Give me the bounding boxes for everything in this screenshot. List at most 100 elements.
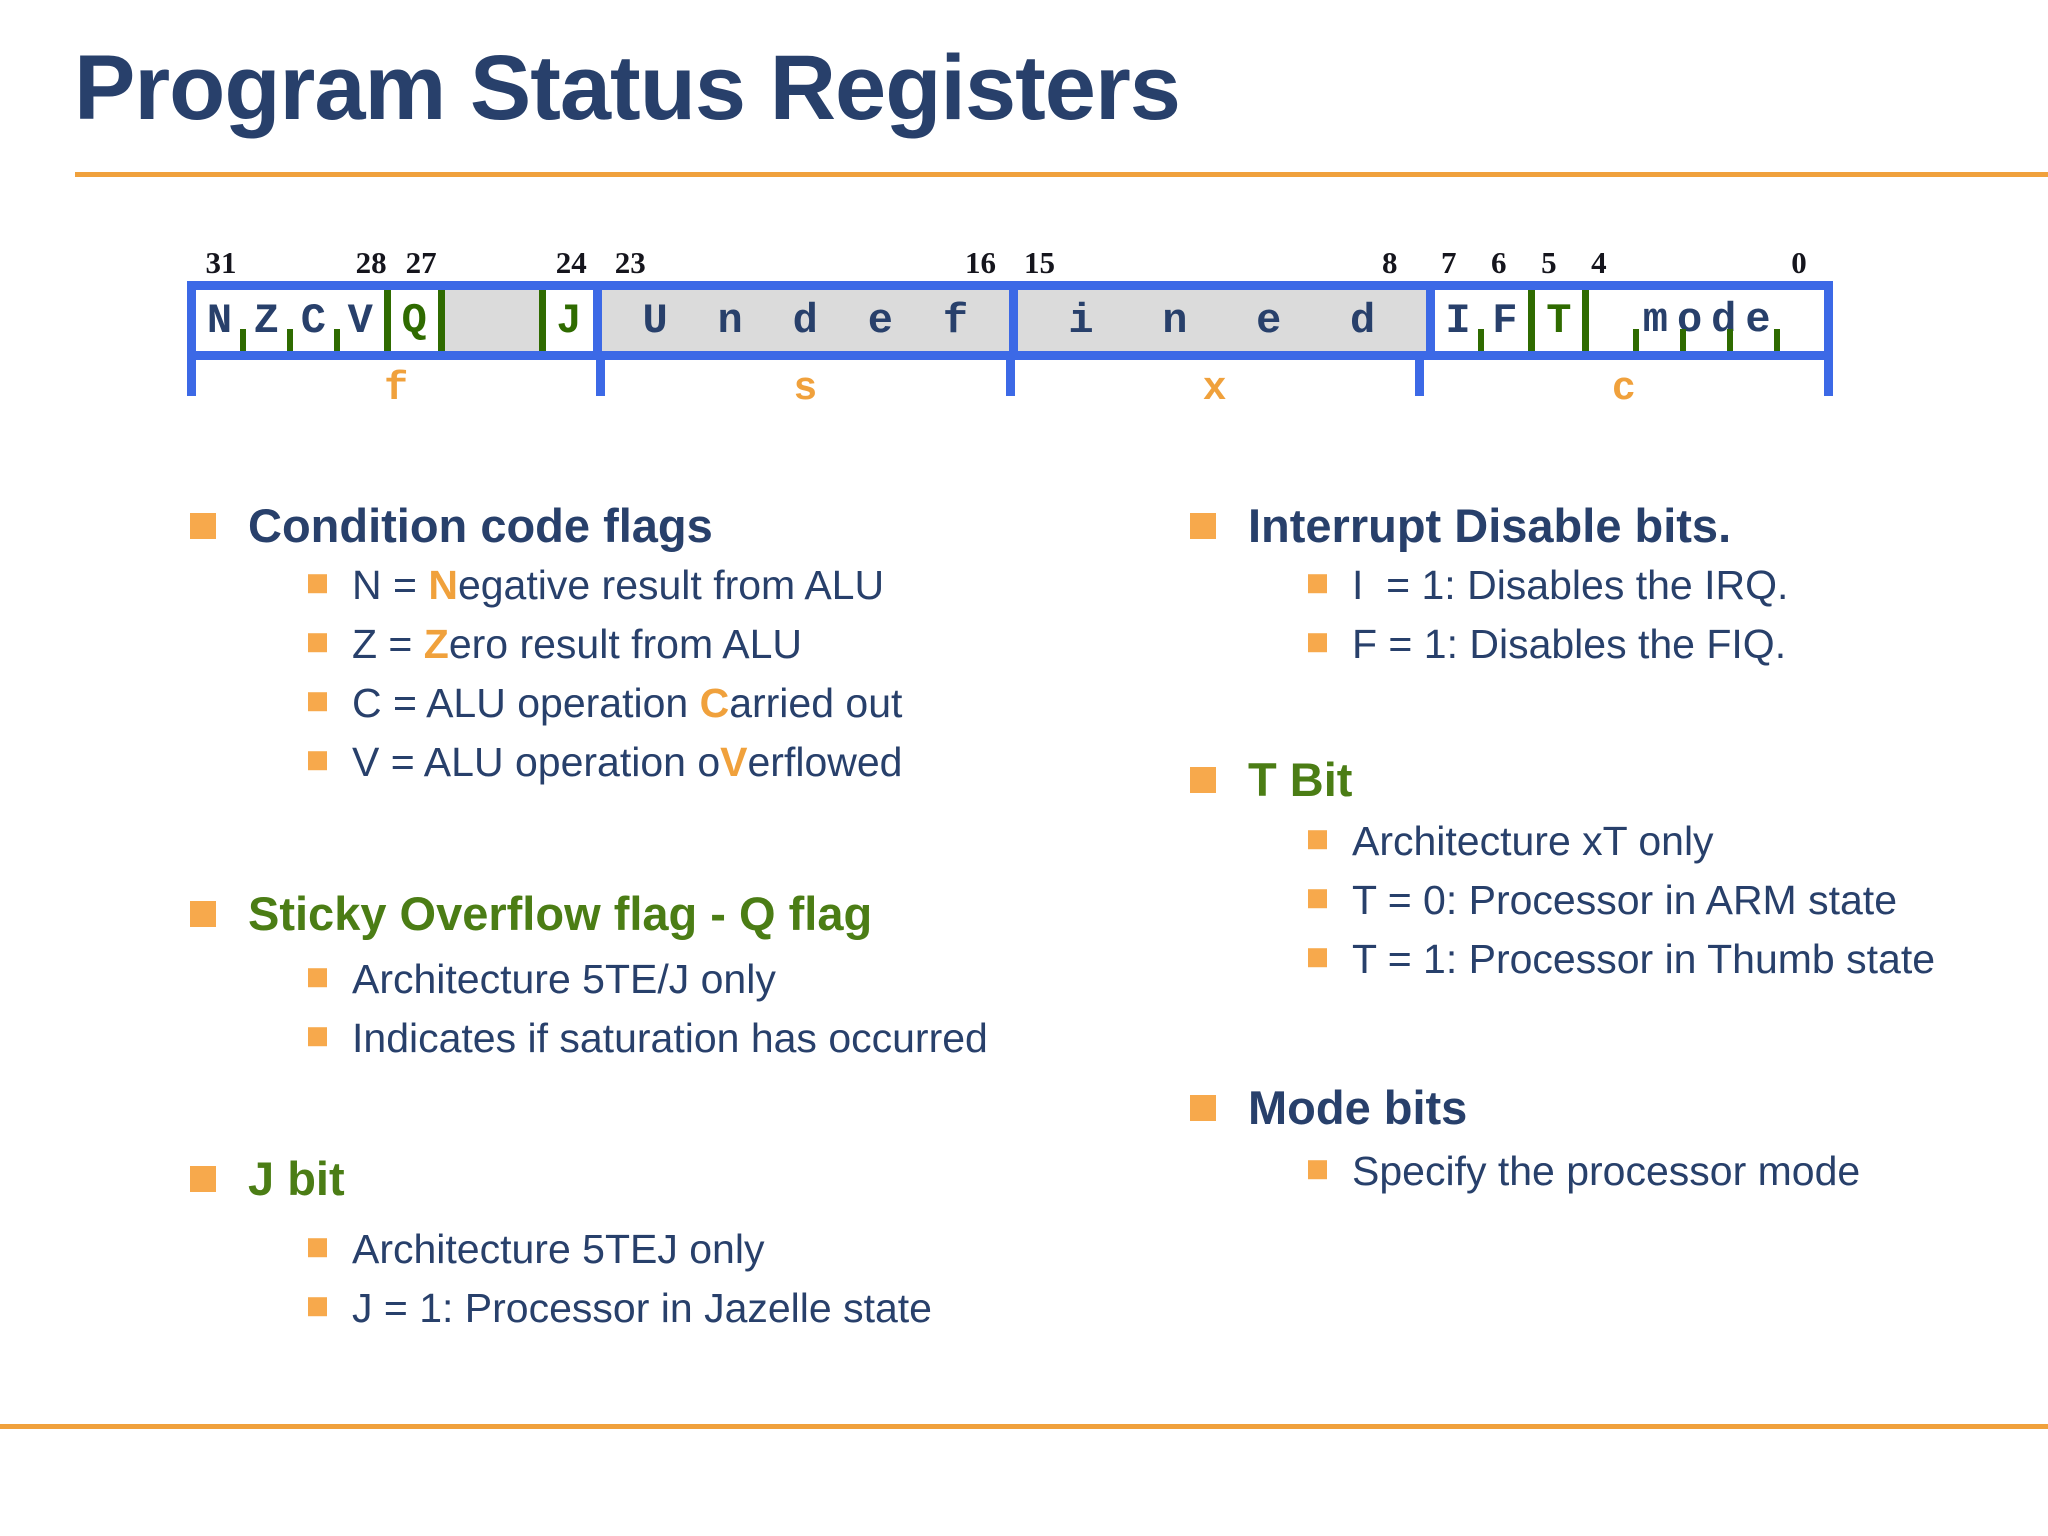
section-heading: T Bit: [1190, 754, 2048, 806]
undefined-low-field: i n e d: [1018, 290, 1426, 351]
reserved-bit-26: [444, 290, 492, 351]
bit-q: Q: [383, 290, 445, 351]
reserved-bit-25: [491, 290, 539, 351]
list-item: T = 0: Processor in ARM state: [1190, 871, 2048, 930]
bit-number-23: 23: [614, 245, 646, 280]
list-item: Specify the processor mode: [1190, 1142, 2048, 1201]
extension-field-bracket: x: [1005, 360, 1415, 410]
bullet-icon: [1190, 1095, 1216, 1121]
section-heading: Sticky Overflow flag - Q flag: [190, 888, 1140, 940]
title-underline: [75, 172, 2048, 177]
c-flag-letter: C: [300, 296, 326, 345]
bullet-icon: [190, 1166, 216, 1192]
bit-t: T: [1528, 290, 1590, 351]
list-item: C = ALU operation Carried out: [190, 674, 1140, 733]
bullet-icon: [308, 967, 327, 987]
bit-number-28: 28: [355, 245, 387, 280]
field-brackets: f s x c: [187, 360, 1833, 410]
bit-j: J: [538, 290, 593, 351]
list-item: J = 1: Processor in Jazelle state: [190, 1279, 1140, 1338]
psr-register-diagram: 31 28 27 24 23 16 15 8: [187, 243, 1833, 410]
mode-field: mode: [1589, 290, 1824, 351]
q-flag-letter: Q: [401, 296, 427, 345]
bullet-icon: [1308, 1159, 1327, 1179]
bullet-icon: [1308, 829, 1327, 849]
section-sticky-overflow-q-flag: Sticky Overflow flag - Q flag Architectu…: [190, 888, 1140, 1068]
bit-number-24: 24: [555, 245, 587, 280]
j-flag-letter: J: [556, 296, 582, 345]
section-heading: Mode bits: [1190, 1082, 2048, 1134]
bullet-icon: [1308, 947, 1327, 967]
list-item: T = 1: Processor in Thumb state: [1190, 930, 2048, 989]
register-box: N Z C V Q J U n d e f i n e d: [187, 281, 1833, 360]
bit-number-7: 7: [1441, 245, 1457, 280]
list-item: N = Negative result from ALU: [190, 556, 1140, 615]
v-flag-letter: V: [347, 296, 373, 345]
bullet-icon: [190, 513, 216, 539]
list-item: Indicates if saturation has occurred: [190, 1009, 1140, 1068]
page-title: Program Status Registers: [74, 37, 1181, 139]
bullet-icon: [308, 632, 327, 652]
list-item: V = ALU operation oVerflowed: [190, 733, 1140, 792]
list-item: Architecture 5TEJ only: [190, 1220, 1140, 1279]
bullet-icon: [308, 1237, 327, 1257]
bullet-icon: [308, 1026, 327, 1046]
list-item: Z = Zero result from ALU: [190, 615, 1140, 674]
z-flag-letter: Z: [253, 296, 280, 345]
bit-z: Z: [243, 290, 293, 351]
bit-number-16: 16: [964, 245, 996, 280]
section-heading: Condition code flags: [190, 500, 1140, 552]
control-field-label: c: [1611, 367, 1636, 412]
field-divider: [1009, 290, 1018, 351]
section-condition-code-flags: Condition code flags N = Negative result…: [190, 500, 1140, 792]
bit-number-8: 8: [1381, 245, 1398, 280]
field-divider: [592, 290, 602, 351]
bit-number-31: 31: [205, 245, 237, 280]
bullet-icon: [1308, 888, 1327, 908]
bullet-icon: [190, 901, 216, 927]
bullet-icon: [1190, 513, 1216, 539]
bit-number-4: 4: [1591, 245, 1607, 280]
mode-label: mode: [1642, 295, 1780, 344]
t-flag-letter: T: [1546, 296, 1572, 345]
bit-number-27: 27: [405, 245, 437, 280]
flags-field-label: f: [384, 367, 409, 412]
list-item: Architecture 5TE/J only: [190, 950, 1140, 1009]
bullet-icon: [308, 573, 327, 593]
flags-field-bracket: f: [187, 360, 596, 410]
i-flag-letter: I: [1445, 296, 1471, 345]
bullet-icon: [1308, 573, 1327, 593]
bit-i: I: [1435, 290, 1485, 351]
status-field-label: s: [793, 367, 818, 412]
bullet-icon: [308, 691, 327, 711]
f-flag-letter: F: [1492, 296, 1518, 345]
extension-field-label: x: [1202, 367, 1227, 412]
footer-divider: [0, 1424, 2048, 1429]
field-divider: [1425, 290, 1435, 351]
bit-numbers-row: 31 28 27 24 23 16 15 8: [187, 243, 1833, 281]
section-heading: J bit: [190, 1153, 1140, 1205]
section-t-bit: T Bit Architecture xT only T = 0: Proces…: [1190, 754, 2048, 989]
section-j-bit: J bit Architecture 5TEJ only J = 1: Proc…: [190, 1153, 1140, 1338]
bullet-icon: [1308, 632, 1327, 652]
bullet-icon: [308, 1296, 327, 1316]
bit-v: V: [337, 290, 384, 351]
list-item: I = 1: Disables the IRQ.: [1190, 556, 2048, 615]
bit-number-15: 15: [1024, 245, 1056, 280]
bit-f: F: [1481, 290, 1528, 351]
bullet-icon: [308, 750, 327, 770]
section-heading: Interrupt Disable bits.: [1190, 500, 2048, 552]
section-interrupt-disable-bits: Interrupt Disable bits. I = 1: Disables …: [1190, 500, 2048, 674]
bit-number-0: 0: [1791, 245, 1807, 280]
bit-n: N: [196, 290, 246, 351]
section-mode-bits: Mode bits Specify the processor mode: [1190, 1082, 2048, 1201]
list-item: Architecture xT only: [1190, 812, 2048, 871]
undefined-high-field: U n d e f: [601, 290, 1009, 351]
bit-c: C: [290, 290, 340, 351]
status-field-bracket: s: [596, 360, 1005, 410]
bit-number-6: 6: [1491, 245, 1507, 280]
list-item: F = 1: Disables the FIQ.: [1190, 615, 2048, 674]
n-flag-letter: N: [206, 296, 233, 345]
control-field-bracket: c: [1414, 360, 1833, 410]
